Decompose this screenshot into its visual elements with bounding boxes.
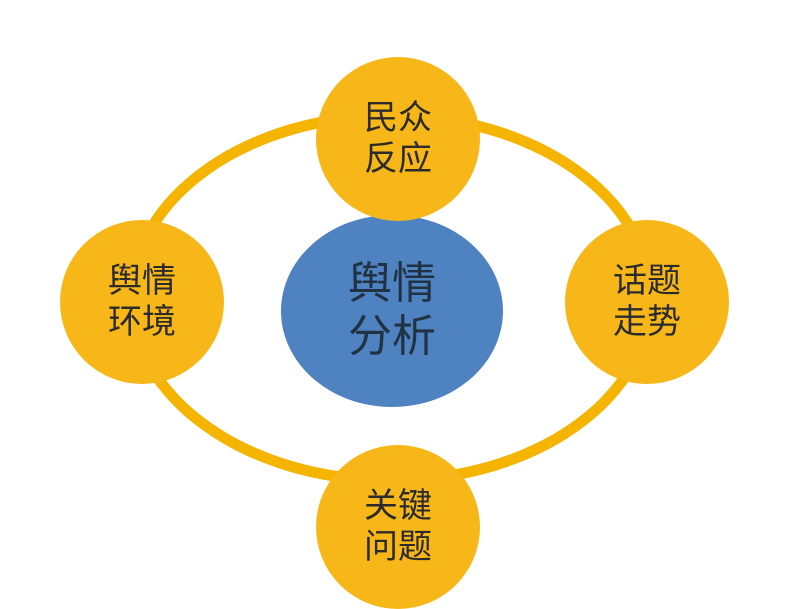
node-key-issues: 关键 问题 xyxy=(316,445,480,609)
node-right-line-2: 走势 xyxy=(613,302,681,342)
node-bottom-line-1: 关键 xyxy=(364,486,432,527)
node-top-line-2: 反应 xyxy=(364,139,432,179)
node-right-line-1: 话题 xyxy=(613,261,681,302)
center-node-opinion-analysis: 舆情 分析 xyxy=(281,215,503,407)
node-top-line-1: 民众 xyxy=(364,98,432,139)
node-left-line-2: 环境 xyxy=(108,302,176,342)
node-bottom-line-2: 问题 xyxy=(364,527,432,567)
node-opinion-environment: 舆情 环境 xyxy=(60,220,224,384)
node-public-reaction: 民众 反应 xyxy=(316,57,480,221)
center-label-line-2: 分析 xyxy=(348,311,436,362)
center-label-line-1: 舆情 xyxy=(348,258,436,310)
node-topic-trend: 话题 走势 xyxy=(565,220,729,384)
node-left-line-1: 舆情 xyxy=(108,261,176,302)
